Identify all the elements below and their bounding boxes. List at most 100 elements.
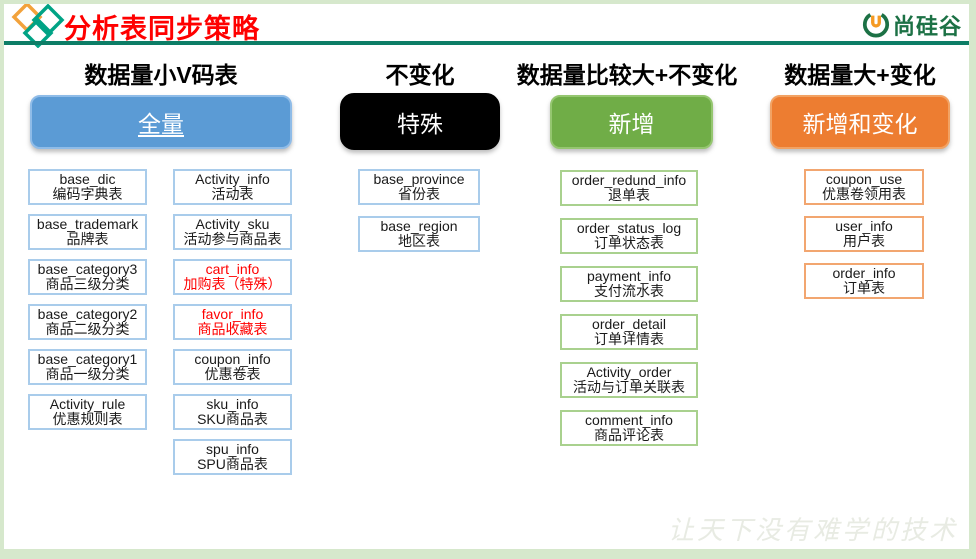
slide-frame-left [0, 0, 4, 559]
table-name: coupon_use [825, 171, 903, 187]
table-label: 优惠规则表 [52, 411, 123, 427]
strategy-button-label: 全量 [138, 111, 184, 137]
table-name: Activity_sku [195, 216, 270, 232]
table-name: order_redund_info [571, 172, 687, 188]
header-divider [4, 41, 969, 45]
table-name: base_region [380, 218, 458, 234]
table-name: base_category1 [37, 351, 138, 367]
table-label: 商品一级分类 [45, 366, 130, 382]
table-label: 商品收藏表 [197, 321, 268, 337]
table-name: base_category2 [37, 306, 138, 322]
table-name: base_province [373, 171, 465, 187]
table-name: comment_info [585, 412, 673, 428]
slide-frame-bottom [0, 549, 976, 559]
slide-frame-top [0, 0, 976, 4]
table-label: 加购表（特殊） [183, 276, 282, 292]
table-name: user_info [835, 218, 893, 234]
column-header-no-change: 不变化 [385, 62, 455, 88]
table-name: favor_info [201, 306, 264, 322]
table-label: 活动与订单关联表 [573, 379, 685, 395]
column-header-small-data: 数据量小V码表 [84, 62, 238, 88]
table-label: 活动参与商品表 [183, 231, 282, 247]
table-label: SKU商品表 [197, 411, 268, 427]
table-name: Activity_order [586, 364, 672, 380]
table-label: 商品二级分类 [45, 321, 130, 337]
table-label: 省份表 [398, 186, 440, 202]
table-label: 用户表 [843, 233, 885, 249]
table-label: 支付流水表 [594, 283, 664, 299]
table-label: 编码字典表 [52, 186, 123, 202]
table-name: base_trademark [36, 216, 139, 232]
table-label: 地区表 [398, 233, 440, 249]
table-name: spu_info [206, 441, 259, 457]
table-label: 订单表 [843, 280, 885, 296]
slide-frame-right [969, 0, 976, 559]
table-name: payment_info [586, 268, 672, 284]
table-name: coupon_info [194, 351, 271, 367]
table-name: base_category3 [37, 261, 138, 277]
table-label: 优惠卷领用表 [822, 186, 906, 202]
table-name: order_info [832, 265, 896, 281]
strategy-button-full-sync: 全量 [30, 95, 292, 149]
column-header-big-no-change: 数据量比较大+不变化 [516, 62, 738, 88]
table-name: base_dic [59, 171, 116, 187]
strategy-button-special: 特殊 [340, 93, 500, 150]
table-name: Activity_info [195, 171, 270, 187]
strategy-button-incremental: 新增 [550, 95, 713, 149]
page-title: 分析表同步策略 [64, 14, 260, 44]
table-label: 品牌表 [66, 231, 109, 247]
strategy-button-label: 特殊 [397, 110, 443, 137]
table-name: order_status_log [576, 220, 682, 236]
table-label: 订单详情表 [594, 331, 664, 347]
brand-logo: 尚硅谷 [862, 9, 962, 41]
table-name: Activity_rule [49, 396, 126, 412]
table-name: cart_info [205, 261, 260, 277]
brand-u-icon [862, 13, 889, 38]
table-name: sku_info [206, 396, 259, 412]
column-header-big-changing: 数据量大+变化 [784, 62, 936, 88]
table-label: 订单状态表 [594, 235, 664, 251]
table-label: SPU商品表 [197, 456, 268, 472]
strategy-button-label: 新增和变化 [802, 111, 918, 137]
table-label: 商品评论表 [594, 427, 664, 443]
diamonds-logo-icon [11, 2, 65, 48]
table-label: 退单表 [608, 187, 650, 203]
brand-name: 尚硅谷 [892, 14, 962, 39]
table-label: 优惠卷表 [204, 366, 261, 382]
watermark-slogan: 让天下没有难学的技术 [667, 516, 958, 546]
strategy-button-incremental-and-change: 新增和变化 [770, 95, 950, 149]
table-label: 活动表 [211, 186, 254, 202]
table-label: 商品三级分类 [45, 276, 130, 292]
table-name: order_detail [592, 316, 666, 332]
